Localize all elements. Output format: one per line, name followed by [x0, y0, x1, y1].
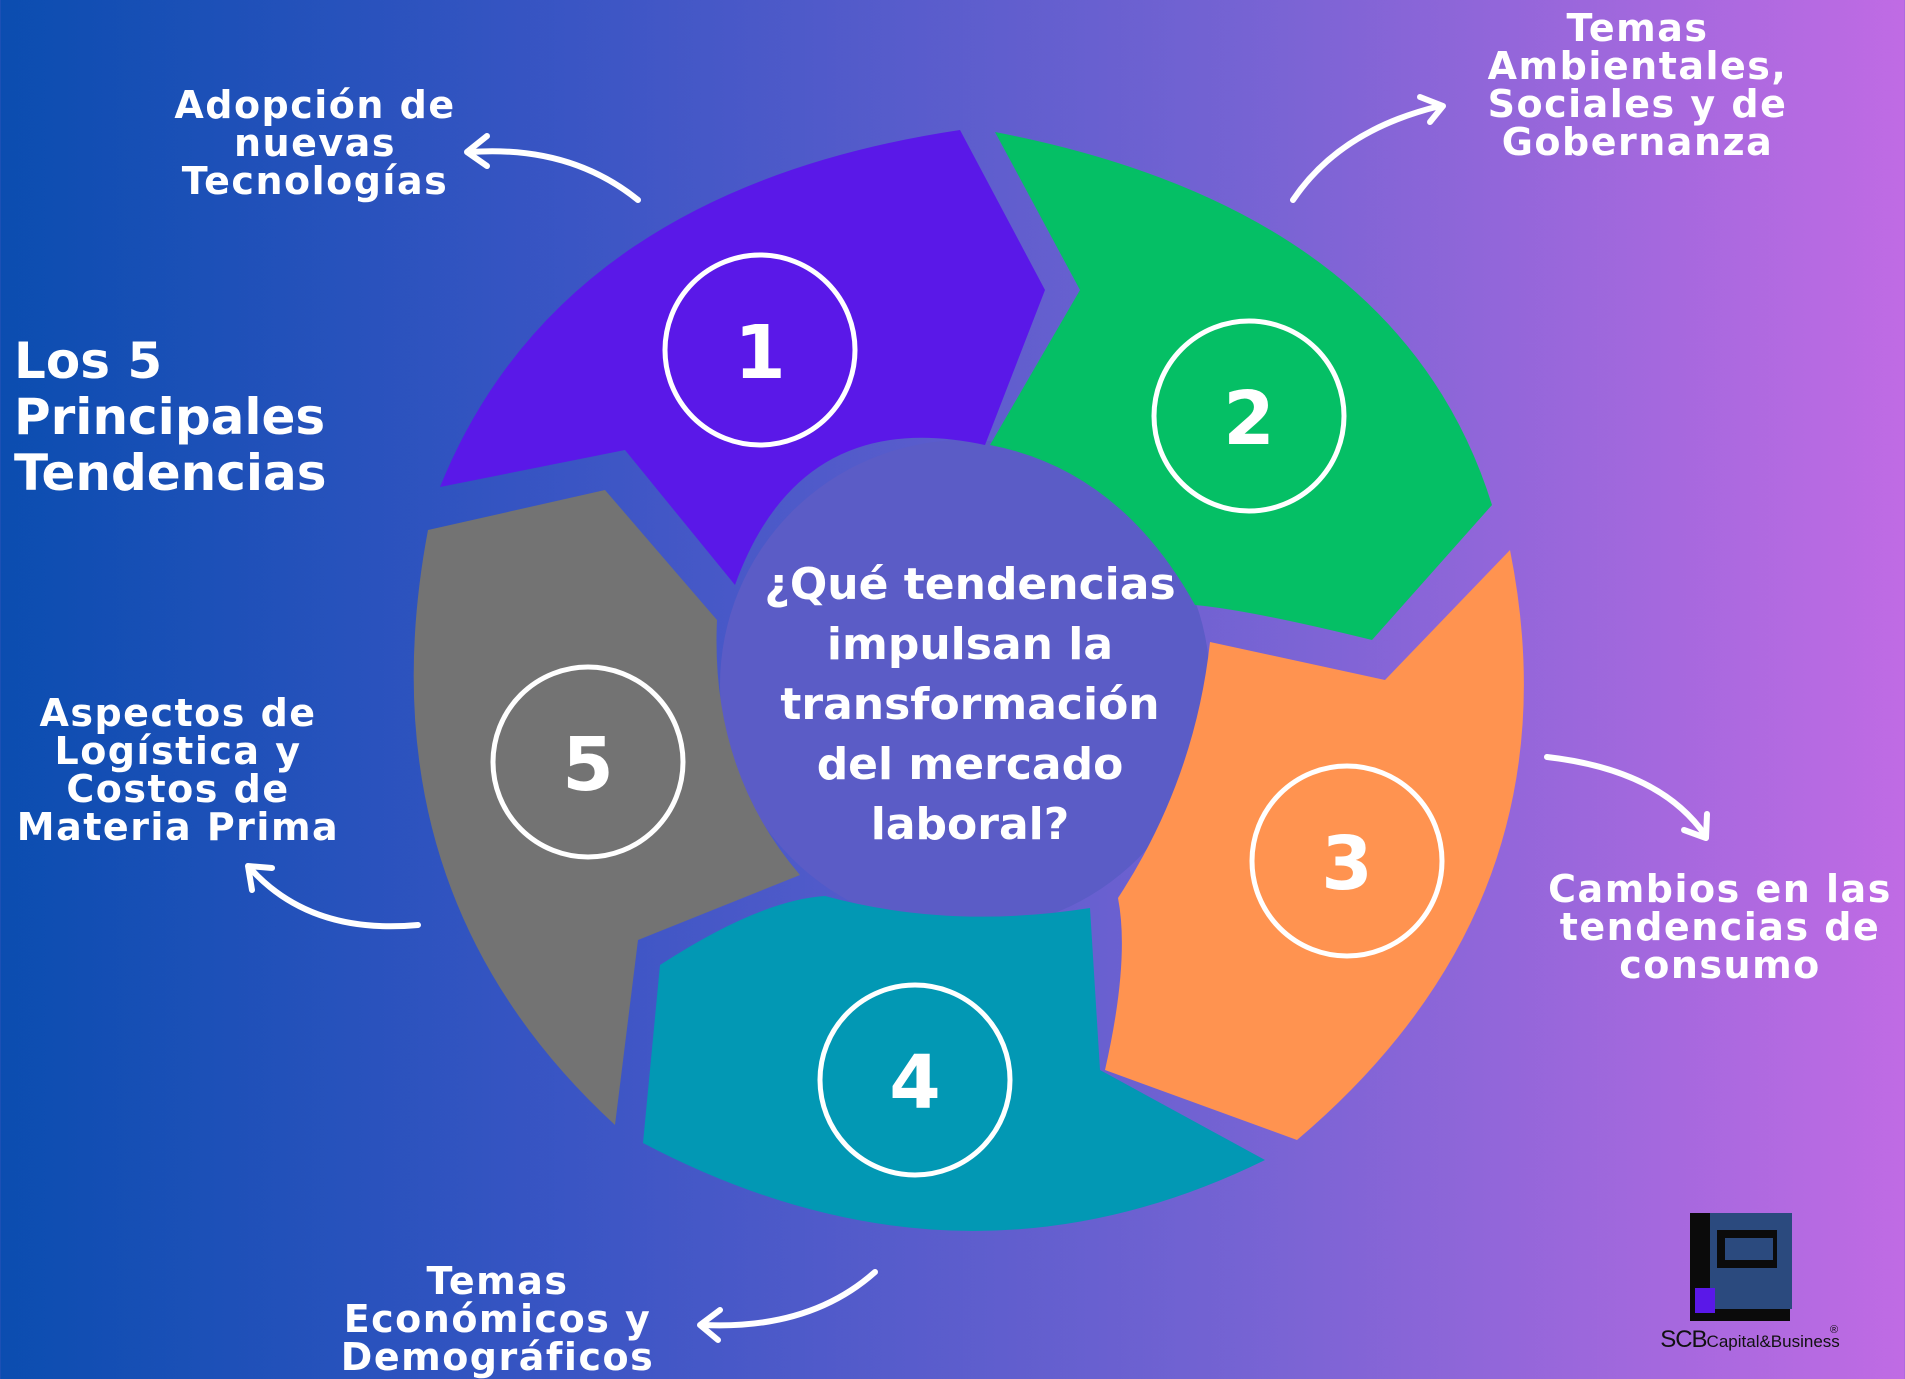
arrow-4-icon [700, 1269, 878, 1329]
segment-2-label: Temas Ambientales, Sociales y de Goberna… [1487, 6, 1788, 164]
segment-1-ring [662, 252, 858, 448]
segment-1-label: Adopción de nuevas Tecnologías [174, 83, 456, 203]
logo-registered-icon: ® [1830, 1324, 1839, 1336]
logo-mark-icon [1690, 1213, 1792, 1321]
arrow-2-head-icon [1417, 94, 1446, 125]
segment-5 [413, 490, 800, 1125]
arrow-4-head-icon [697, 1307, 723, 1343]
segment-3-number: 3 [1321, 821, 1373, 907]
segment-4 [643, 896, 1265, 1231]
segment-4-ring [817, 982, 1013, 1178]
segment-5-label: Aspectos de Logística y Costos de Materi… [16, 691, 340, 849]
segment-1-number: 1 [734, 310, 786, 396]
logo-name: Capital&Business [1706, 1332, 1840, 1351]
segment-2-number: 2 [1223, 376, 1275, 462]
arrow-1-head-icon [464, 133, 490, 169]
segment-1 [440, 130, 1045, 585]
segment-2 [990, 132, 1492, 640]
arrow-5-head-icon [245, 863, 275, 893]
center-question: ¿Qué tendencias impulsan la transformaci… [764, 559, 1176, 850]
segment-3-ring [1249, 763, 1445, 959]
arrow-1-icon [467, 148, 641, 203]
company-logo: SCBCapital&Business ® [1655, 1208, 1845, 1358]
segment-3 [1105, 550, 1524, 1140]
page-title: Los 5 Principales Tendencias [14, 332, 327, 502]
arrow-5-icon [247, 865, 421, 930]
segment-2-ring [1151, 318, 1347, 514]
segment-3-label: Cambios en las tendencias de consumo [1548, 867, 1892, 987]
arrow-2-icon [1290, 103, 1443, 203]
segment-5-number: 5 [562, 722, 614, 808]
center-circle [720, 440, 1210, 930]
segment-5-ring [490, 664, 686, 860]
arrow-3-head-icon [1681, 811, 1710, 841]
logo-brand: SCB [1660, 1326, 1707, 1353]
arrow-3-icon [1544, 754, 1708, 838]
segment-4-label: Temas Económicos y Demográficos [340, 1259, 655, 1379]
segment-4-number: 4 [889, 1040, 941, 1126]
